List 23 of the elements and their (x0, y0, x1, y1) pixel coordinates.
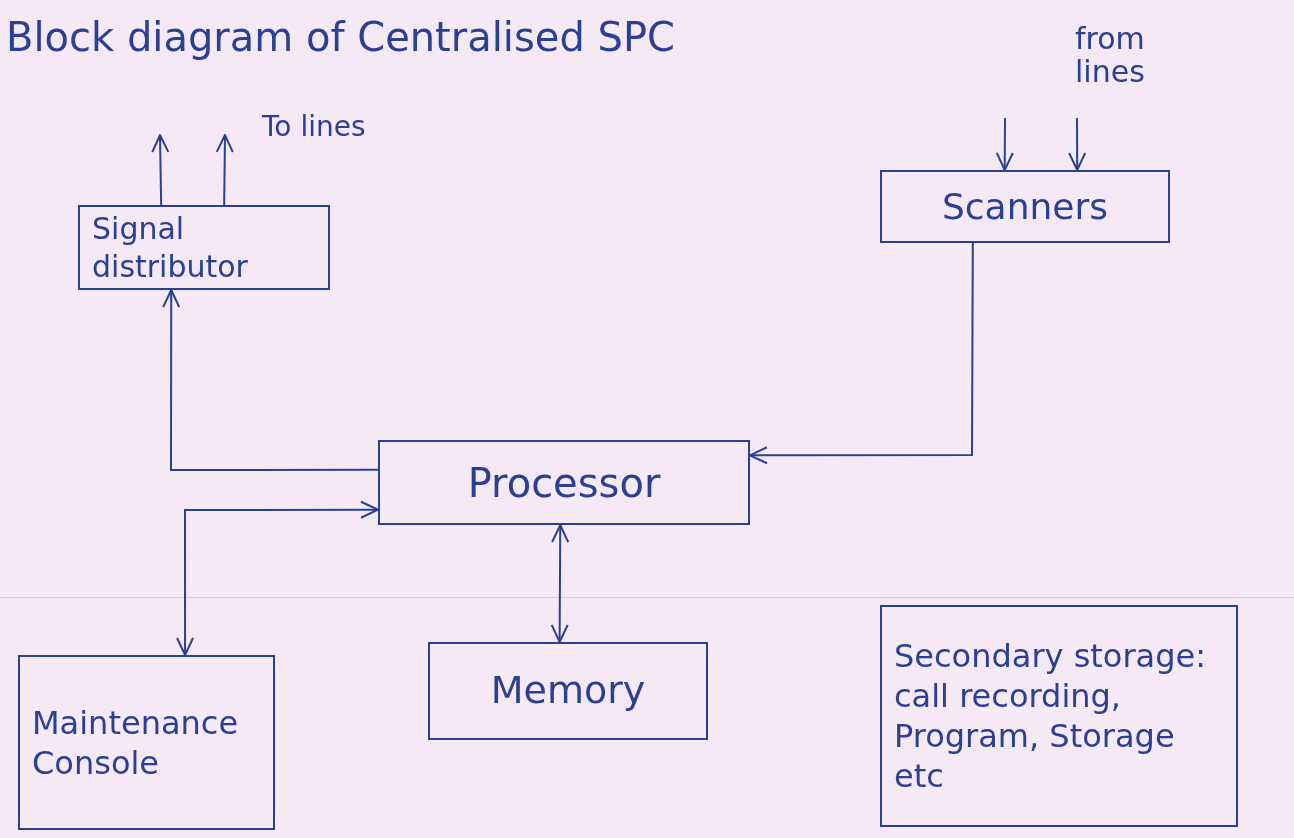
diagram-title: Block diagram of Centralised SPC (6, 14, 675, 60)
line-label: from lines (1075, 22, 1146, 88)
block-box (428, 642, 708, 740)
arrow (1068, 117, 1087, 171)
block-box (880, 605, 1238, 827)
block-label: Secondary storage: call recording, Program, Storage etc (894, 636, 1207, 796)
arrow (215, 134, 234, 206)
arrow (151, 134, 170, 206)
block-box (378, 440, 750, 525)
line-label: To lines (262, 112, 367, 143)
arrow (550, 524, 570, 643)
arrow (995, 117, 1014, 171)
block-box (18, 655, 275, 830)
block-label: Processor (467, 458, 661, 508)
block-label: Signal distributor (92, 210, 249, 285)
block-label: Scanners (941, 185, 1108, 229)
block-label: Maintenance Console (32, 702, 240, 783)
block-label: Memory (490, 667, 646, 715)
block-box (78, 205, 330, 290)
arrow (749, 242, 974, 465)
block-box (880, 170, 1170, 243)
arrow (176, 500, 379, 656)
arrow (162, 289, 379, 471)
